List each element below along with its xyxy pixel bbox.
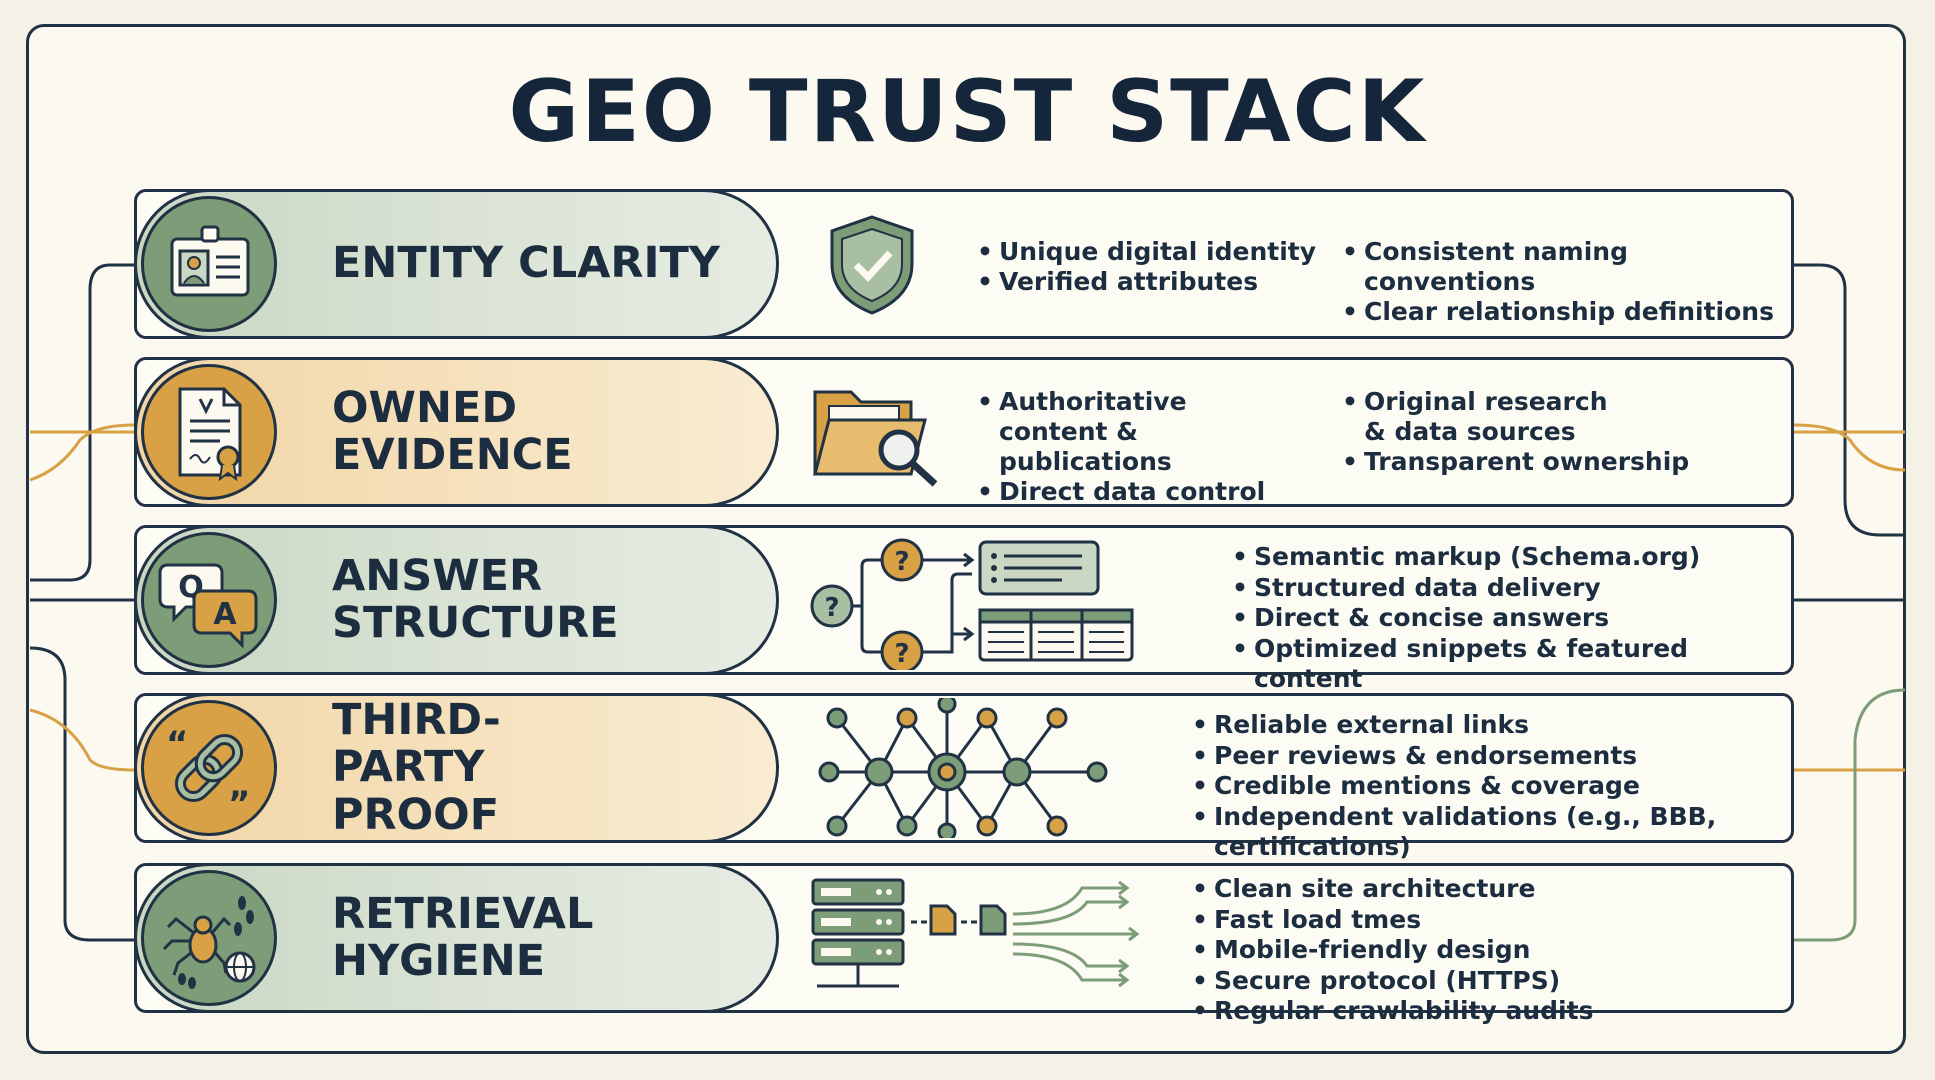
- bullets-list: Reliable external links Peer reviews & e…: [1192, 710, 1791, 863]
- bullet-item: Semantic markup (Schema.org): [1232, 542, 1791, 573]
- bullet-item: Regular crawlability audits: [1192, 996, 1593, 1027]
- network-graph-icon: [807, 696, 1137, 840]
- row-label: RETRIEVAL HYGIENE: [332, 888, 594, 986]
- row-label: ENTITY CLARITY: [332, 238, 720, 289]
- bullets-list: Clean site architecture Fast load tmes M…: [1192, 874, 1593, 1027]
- row-label: ANSWER STRUCTURE: [332, 550, 619, 648]
- bullet-item: Verified attributes: [977, 267, 1316, 297]
- svg-text:?: ?: [894, 639, 909, 669]
- row-owned-evidence: OWNED EVIDENCE Authoritative content & p…: [134, 357, 1794, 507]
- shield-check-icon: [822, 192, 922, 336]
- bullet-item: Reliable external links: [1192, 710, 1791, 741]
- qa-speech-bubbles-icon: Q A: [141, 532, 277, 668]
- bullet-item: Consistent naming conventions: [1342, 237, 1791, 297]
- bullet-item: Original research & data sources: [1342, 387, 1634, 447]
- bullet-item: Optimized snippets & featured content: [1232, 634, 1791, 695]
- pill-retrieval-hygiene: RETRIEVAL HYGIENE: [134, 863, 779, 1013]
- bullet-item: Authoritative content & publications: [977, 387, 1289, 477]
- bullet-item: Clean site architecture: [1192, 874, 1593, 905]
- bullets-right: Consistent naming conventions Clear rela…: [1342, 237, 1791, 327]
- pill-third-party-proof: “ ” THIRD-PARTY PROOF: [134, 693, 779, 843]
- bullet-item: Structured data delivery: [1232, 573, 1791, 604]
- id-card-icon: [141, 196, 277, 332]
- bullet-item: Independent validations (e.g., BBB, cert…: [1192, 802, 1791, 863]
- certificate-document-icon: [141, 364, 277, 500]
- svg-text:“: “: [166, 724, 188, 764]
- row-third-party-proof: “ ” THIRD-PARTY PROOF: [134, 693, 1794, 861]
- page-title: GEO TRUST STACK: [508, 62, 1427, 162]
- crawler-spider-icon: [141, 870, 277, 1006]
- bullet-item: Direct data control: [977, 477, 1289, 507]
- pill-entity-clarity: ENTITY CLARITY: [134, 189, 779, 339]
- svg-text:?: ?: [894, 547, 909, 577]
- server-data-flow-icon: [807, 866, 1157, 1010]
- bullet-item: Direct & concise answers: [1232, 603, 1791, 634]
- row-label: THIRD-PARTY PROOF: [332, 695, 501, 840]
- pill-answer-structure: Q A ANSWER STRUCTURE: [134, 525, 779, 675]
- row-answer-structure: Q A ANSWER STRUCTURE ? ? ?: [134, 525, 1794, 693]
- bullet-item: Mobile-friendly design: [1192, 935, 1593, 966]
- bullet-item: Clear relationship definitions: [1342, 297, 1791, 327]
- bullet-item: Secure protocol (HTTPS): [1192, 966, 1593, 997]
- bullets-right: Original research & data sources Transpa…: [1342, 387, 1689, 477]
- bullets-left: Authoritative content & publications Dir…: [977, 387, 1289, 507]
- row-retrieval-hygiene: RETRIEVAL HYGIENE: [134, 863, 1794, 1026]
- chain-link-quote-icon: “ ”: [141, 700, 277, 836]
- question-flow-diagram-icon: ? ? ?: [802, 528, 1142, 672]
- row-label: OWNED EVIDENCE: [332, 382, 573, 480]
- row-entity-clarity: ENTITY CLARITY Unique digital identity V…: [134, 189, 1794, 339]
- bullet-item: Fast load tmes: [1192, 905, 1593, 936]
- bullet-item: Peer reviews & endorsements: [1192, 741, 1791, 772]
- svg-text:?: ?: [824, 593, 839, 623]
- folder-search-icon: [807, 360, 947, 504]
- pill-owned-evidence: OWNED EVIDENCE: [134, 357, 779, 507]
- bullets-list: Semantic markup (Schema.org) Structured …: [1232, 542, 1791, 695]
- bullet-item: Credible mentions & coverage: [1192, 771, 1791, 802]
- bullets-left: Unique digital identity Verified attribu…: [977, 237, 1316, 297]
- bullet-item: Unique digital identity: [977, 237, 1316, 267]
- svg-text:”: ”: [228, 784, 250, 823]
- svg-text:A: A: [213, 597, 237, 632]
- bullet-item: Transparent ownership: [1342, 447, 1689, 477]
